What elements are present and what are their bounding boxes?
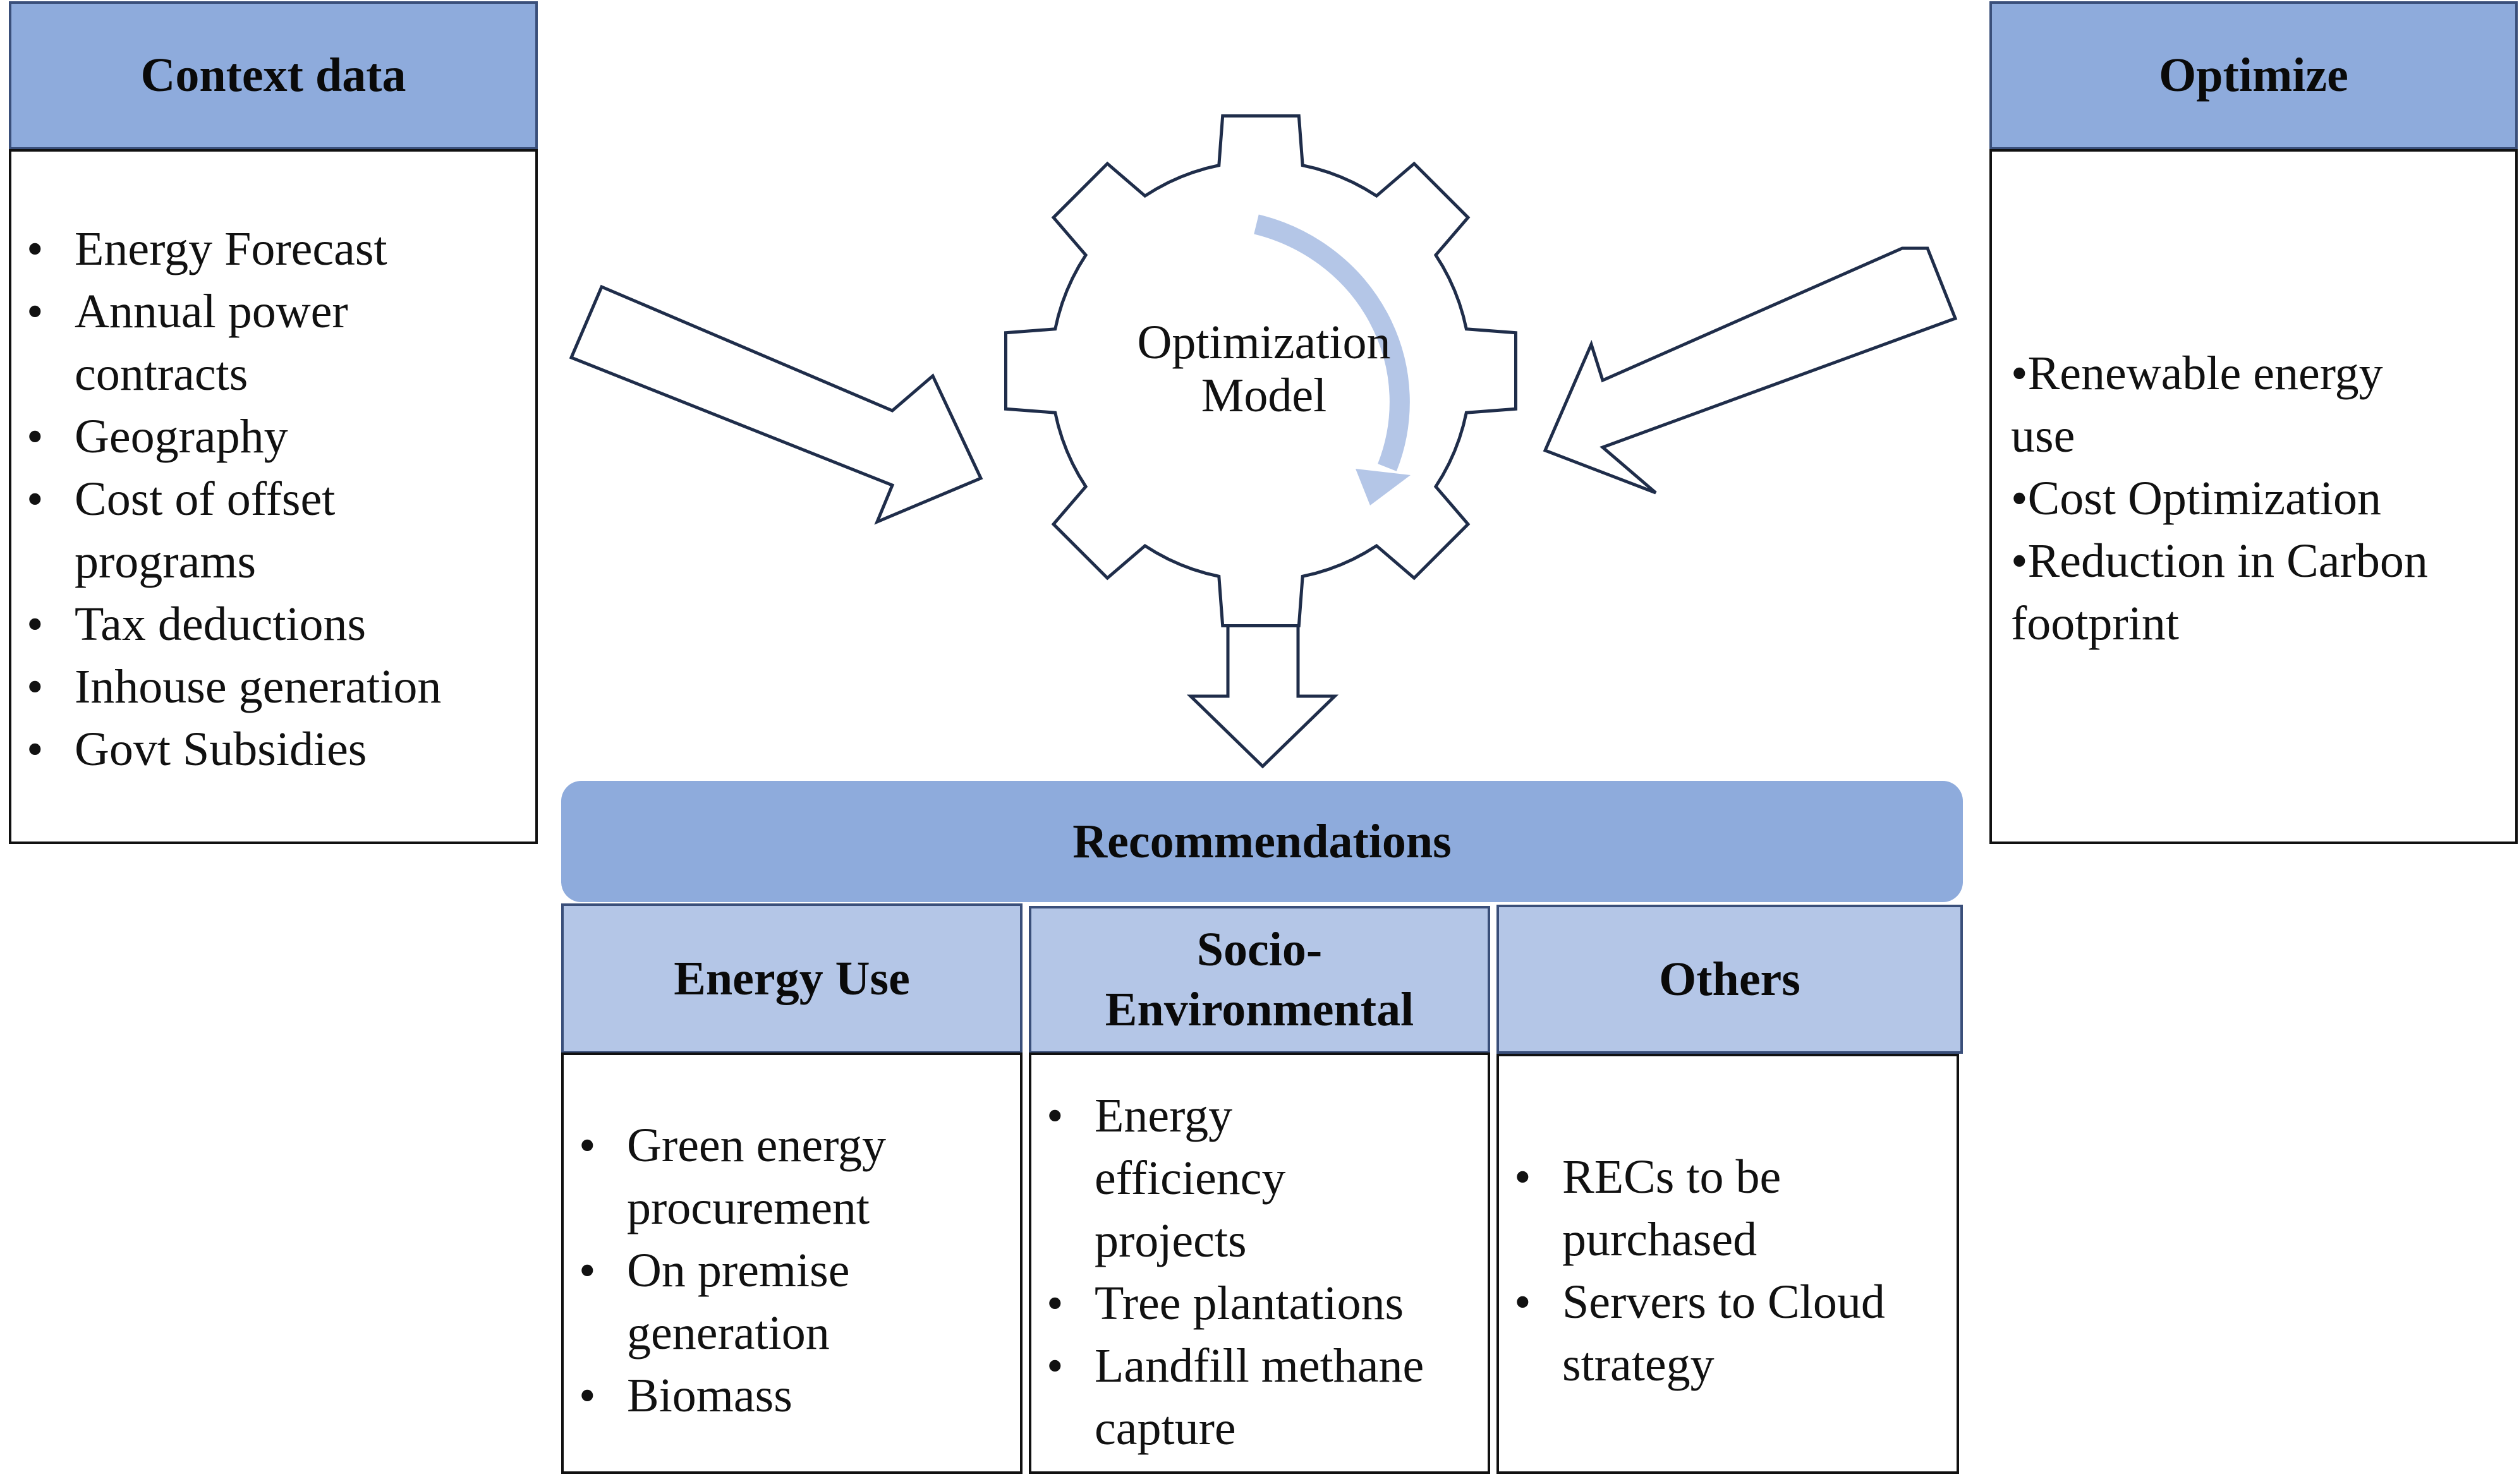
context-data-title: Context data (140, 49, 406, 102)
list-item: RECs to be purchased (1499, 1146, 1866, 1271)
down-output-arrow (1186, 605, 1339, 769)
others-title: Others (1659, 952, 1800, 1006)
socio-environmental-title-line2: Environmental (1105, 983, 1414, 1036)
gear-icon (1004, 114, 1517, 627)
recommendations-header: Recommendations (561, 781, 1963, 902)
others-box: RECs to be purchased Servers to Cloud st… (1496, 1054, 1959, 1474)
context-data-header: Context data (9, 1, 538, 150)
list-item: Biomass (564, 1365, 1020, 1427)
rotation-arrowhead-icon (1356, 469, 1411, 505)
rotation-arrow-icon (1254, 214, 1410, 471)
optimize-list: Renewable energy use Cost Optimization R… (2011, 342, 2503, 655)
right-input-arrow (1543, 246, 1958, 495)
list-item: Geography (11, 406, 535, 468)
optimization-model-line2: Model (1201, 369, 1327, 422)
list-item: Green energy procurement (564, 1114, 1006, 1240)
list-item: Landfill methane capture (1031, 1335, 1486, 1460)
optimization-model-label: Optimization Model (1087, 316, 1441, 422)
list-item: Cost of offset programs (11, 468, 428, 593)
context-data-box: Energy Forecast Annual power contracts G… (9, 149, 538, 844)
socio-environmental-list: Energy efficiency projects Tree plantati… (1031, 1085, 1488, 1460)
socio-environmental-title-line1: Socio- (1196, 923, 1323, 976)
others-header: Others (1496, 905, 1963, 1054)
list-item: Servers to Cloud strategy (1499, 1271, 1954, 1396)
context-data-list: Energy Forecast Annual power contracts G… (11, 218, 535, 781)
list-item: Reduction in Carbon footprint (2011, 530, 2498, 655)
optimize-box: Renewable energy use Cost Optimization R… (1989, 149, 2518, 844)
left-input-arrow (569, 284, 983, 525)
energy-use-header: Energy Use (561, 903, 1023, 1054)
optimization-model-line1: Optimization (1137, 316, 1391, 369)
list-item: Renewable energy use (2011, 342, 2453, 468)
list-item: Annual power contracts (11, 281, 428, 406)
list-item: Govt Subsidies (11, 718, 535, 781)
optimize-header: Optimize (1989, 1, 2518, 150)
list-item: Energy efficiency projects (1031, 1085, 1360, 1272)
socio-environmental-header: Socio- Environmental (1029, 906, 1490, 1054)
energy-use-list: Green energy procurement On premise gene… (564, 1114, 1020, 1427)
list-item: On premise generation (564, 1240, 981, 1365)
energy-use-box: Green energy procurement On premise gene… (561, 1053, 1023, 1474)
list-item: Energy Forecast (11, 218, 535, 281)
list-item: Tax deductions (11, 593, 535, 656)
list-item: Inhouse generation (11, 656, 535, 718)
others-list: RECs to be purchased Servers to Cloud st… (1499, 1146, 1957, 1396)
socio-environmental-box: Energy efficiency projects Tree plantati… (1029, 1053, 1490, 1474)
recommendations-title: Recommendations (1072, 814, 1452, 868)
energy-use-title: Energy Use (674, 951, 910, 1005)
optimize-title: Optimize (2159, 49, 2348, 102)
list-item: Tree plantations (1031, 1272, 1488, 1335)
list-item: Cost Optimization (2011, 468, 2503, 530)
